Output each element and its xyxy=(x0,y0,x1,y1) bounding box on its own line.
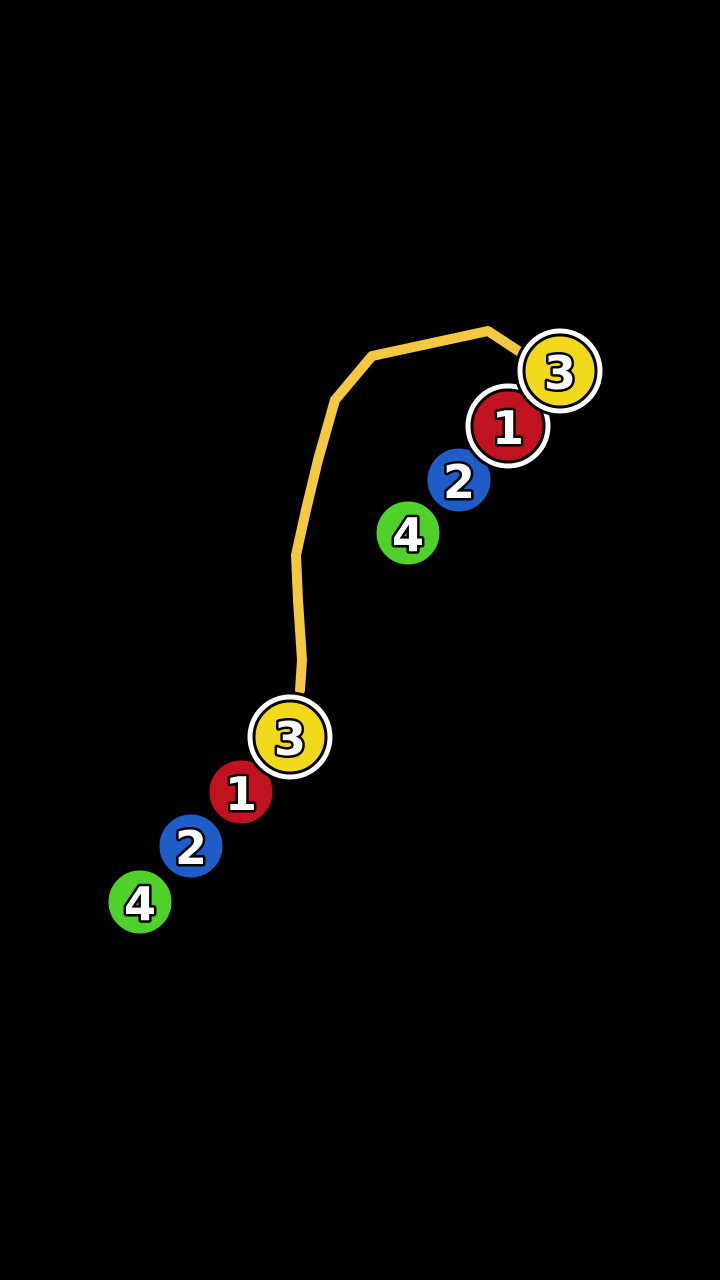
ball-4-label: 4 xyxy=(392,508,424,562)
ball-2-body xyxy=(424,445,494,515)
ball-1-body xyxy=(470,388,546,464)
ball-2-label: 2 xyxy=(443,455,475,509)
ball-4-body xyxy=(373,498,443,568)
ball-group-upper: 4 2 1 3 xyxy=(373,325,606,568)
ball-2-body xyxy=(156,811,226,881)
ball-3-body xyxy=(522,333,598,409)
ball-4[interactable]: 4 xyxy=(373,498,443,568)
ball-2-label: 2 xyxy=(175,821,207,875)
ball-3-label: 3 xyxy=(274,712,306,766)
ball-1-label: 1 xyxy=(492,401,524,455)
ball-4[interactable]: 4 xyxy=(105,867,175,937)
ball-1[interactable]: 1 xyxy=(206,757,276,827)
ball-3[interactable]: 3 xyxy=(514,325,606,417)
ball-3-body xyxy=(252,699,328,775)
ball-4-label: 4 xyxy=(124,877,156,931)
trajectory-path xyxy=(291,326,525,695)
ball-3-label: 3 xyxy=(544,346,576,400)
ball-4-body xyxy=(105,867,175,937)
ball-3[interactable]: 3 xyxy=(244,691,336,783)
ball-2[interactable]: 2 xyxy=(424,445,494,515)
ball-1[interactable]: 1 xyxy=(462,380,554,472)
ball-group-lower: 4 2 1 3 xyxy=(105,691,336,937)
ball-1-label: 1 xyxy=(225,767,257,821)
ball-1-body xyxy=(206,757,276,827)
ball-2[interactable]: 2 xyxy=(156,811,226,881)
